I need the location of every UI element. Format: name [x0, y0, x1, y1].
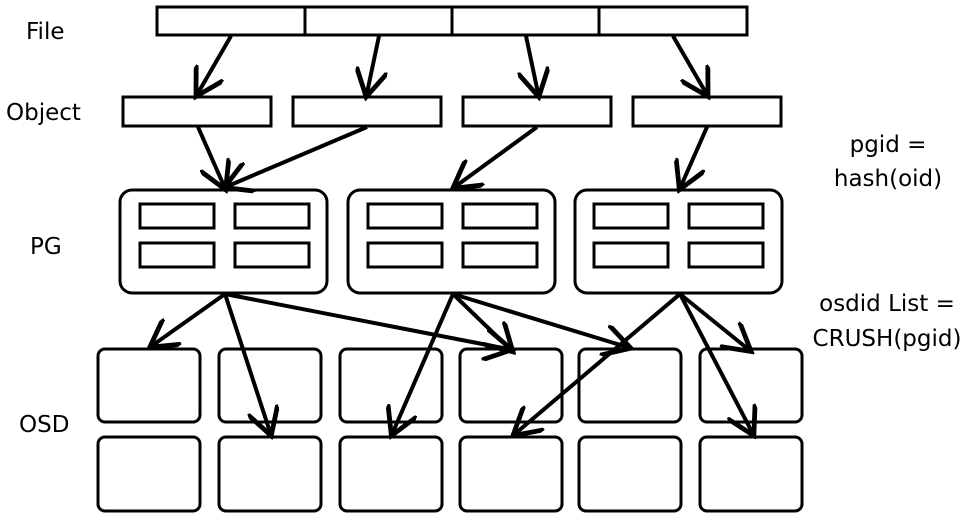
- pg-object-slot: [138, 202, 216, 230]
- object-row-label: Object: [6, 100, 81, 126]
- pg-object-slot: [138, 241, 216, 269]
- pg-row: [118, 188, 784, 295]
- pg-osd-arrow: [678, 293, 752, 432]
- object-pg-arrow: [196, 126, 224, 186]
- file-object-arrow: [198, 34, 233, 93]
- object-to-pg-arrows: [196, 125, 709, 186]
- pg-object-slot: [233, 202, 311, 230]
- pg-object-slot: [461, 241, 539, 269]
- osd-grid: [96, 347, 804, 513]
- pg-object-slot: [592, 202, 670, 230]
- file-object-arrow: [367, 35, 379, 93]
- osd-box: [458, 435, 564, 513]
- pg-box: [573, 188, 784, 295]
- object-row: [121, 95, 783, 128]
- pgid-formula-line2: hash(oid): [834, 166, 942, 192]
- osd-box: [96, 435, 202, 513]
- file-segment: [450, 5, 601, 37]
- pg-osd-arrow: [224, 292, 508, 349]
- pg-osd-arrow: [393, 293, 455, 432]
- osd-box: [217, 347, 323, 424]
- file-segment: [303, 5, 454, 37]
- pg-object-slot: [687, 241, 765, 269]
- file-row-label: File: [26, 19, 65, 45]
- crush-formula-line1: osdid List =: [819, 291, 955, 317]
- pg-object-slot: [366, 202, 444, 230]
- osd-box: [458, 347, 564, 424]
- pg-row-label: PG: [30, 234, 62, 260]
- pg-osd-arrow: [516, 292, 682, 433]
- pg-to-osd-arrows: [153, 292, 752, 433]
- object-pg-arrow: [456, 125, 539, 186]
- file-object-arrow: [671, 34, 706, 93]
- pg-object-slot: [461, 202, 539, 230]
- osd-box: [217, 435, 323, 513]
- file-segment: [155, 5, 307, 37]
- pg-object-slot: [233, 241, 311, 269]
- osd-box: [96, 347, 202, 424]
- pg-osd-arrow: [451, 292, 510, 349]
- object-box: [461, 95, 613, 128]
- crush-formula-line2: CRUSH(pgid): [813, 326, 962, 352]
- pg-object-slot: [687, 202, 765, 230]
- file-segment: [597, 5, 749, 37]
- pg-object-slot: [592, 241, 670, 269]
- osd-box: [698, 435, 804, 513]
- object-pg-arrow: [681, 126, 709, 186]
- file-object-arrow: [526, 35, 538, 93]
- osd-row-label: OSD: [19, 412, 69, 438]
- pg-object-slot: [366, 241, 444, 269]
- pgid-formula-line1: pgid =: [850, 132, 927, 158]
- osd-box: [338, 347, 444, 424]
- object-box: [121, 95, 273, 128]
- object-box: [291, 95, 443, 128]
- pg-box: [346, 188, 557, 295]
- file-bar: [155, 5, 749, 37]
- object-pg-arrow: [228, 125, 368, 186]
- pg-box: [118, 188, 329, 295]
- osd-box: [577, 347, 683, 424]
- file-to-object-arrows: [198, 34, 706, 93]
- pg-osd-arrow: [223, 293, 270, 432]
- object-box: [631, 95, 783, 128]
- pg-osd-arrow: [153, 292, 227, 345]
- pg-osd-arrow: [452, 292, 627, 347]
- osd-box: [577, 435, 683, 513]
- pg-osd-arrow: [678, 292, 748, 349]
- osd-box: [338, 435, 444, 513]
